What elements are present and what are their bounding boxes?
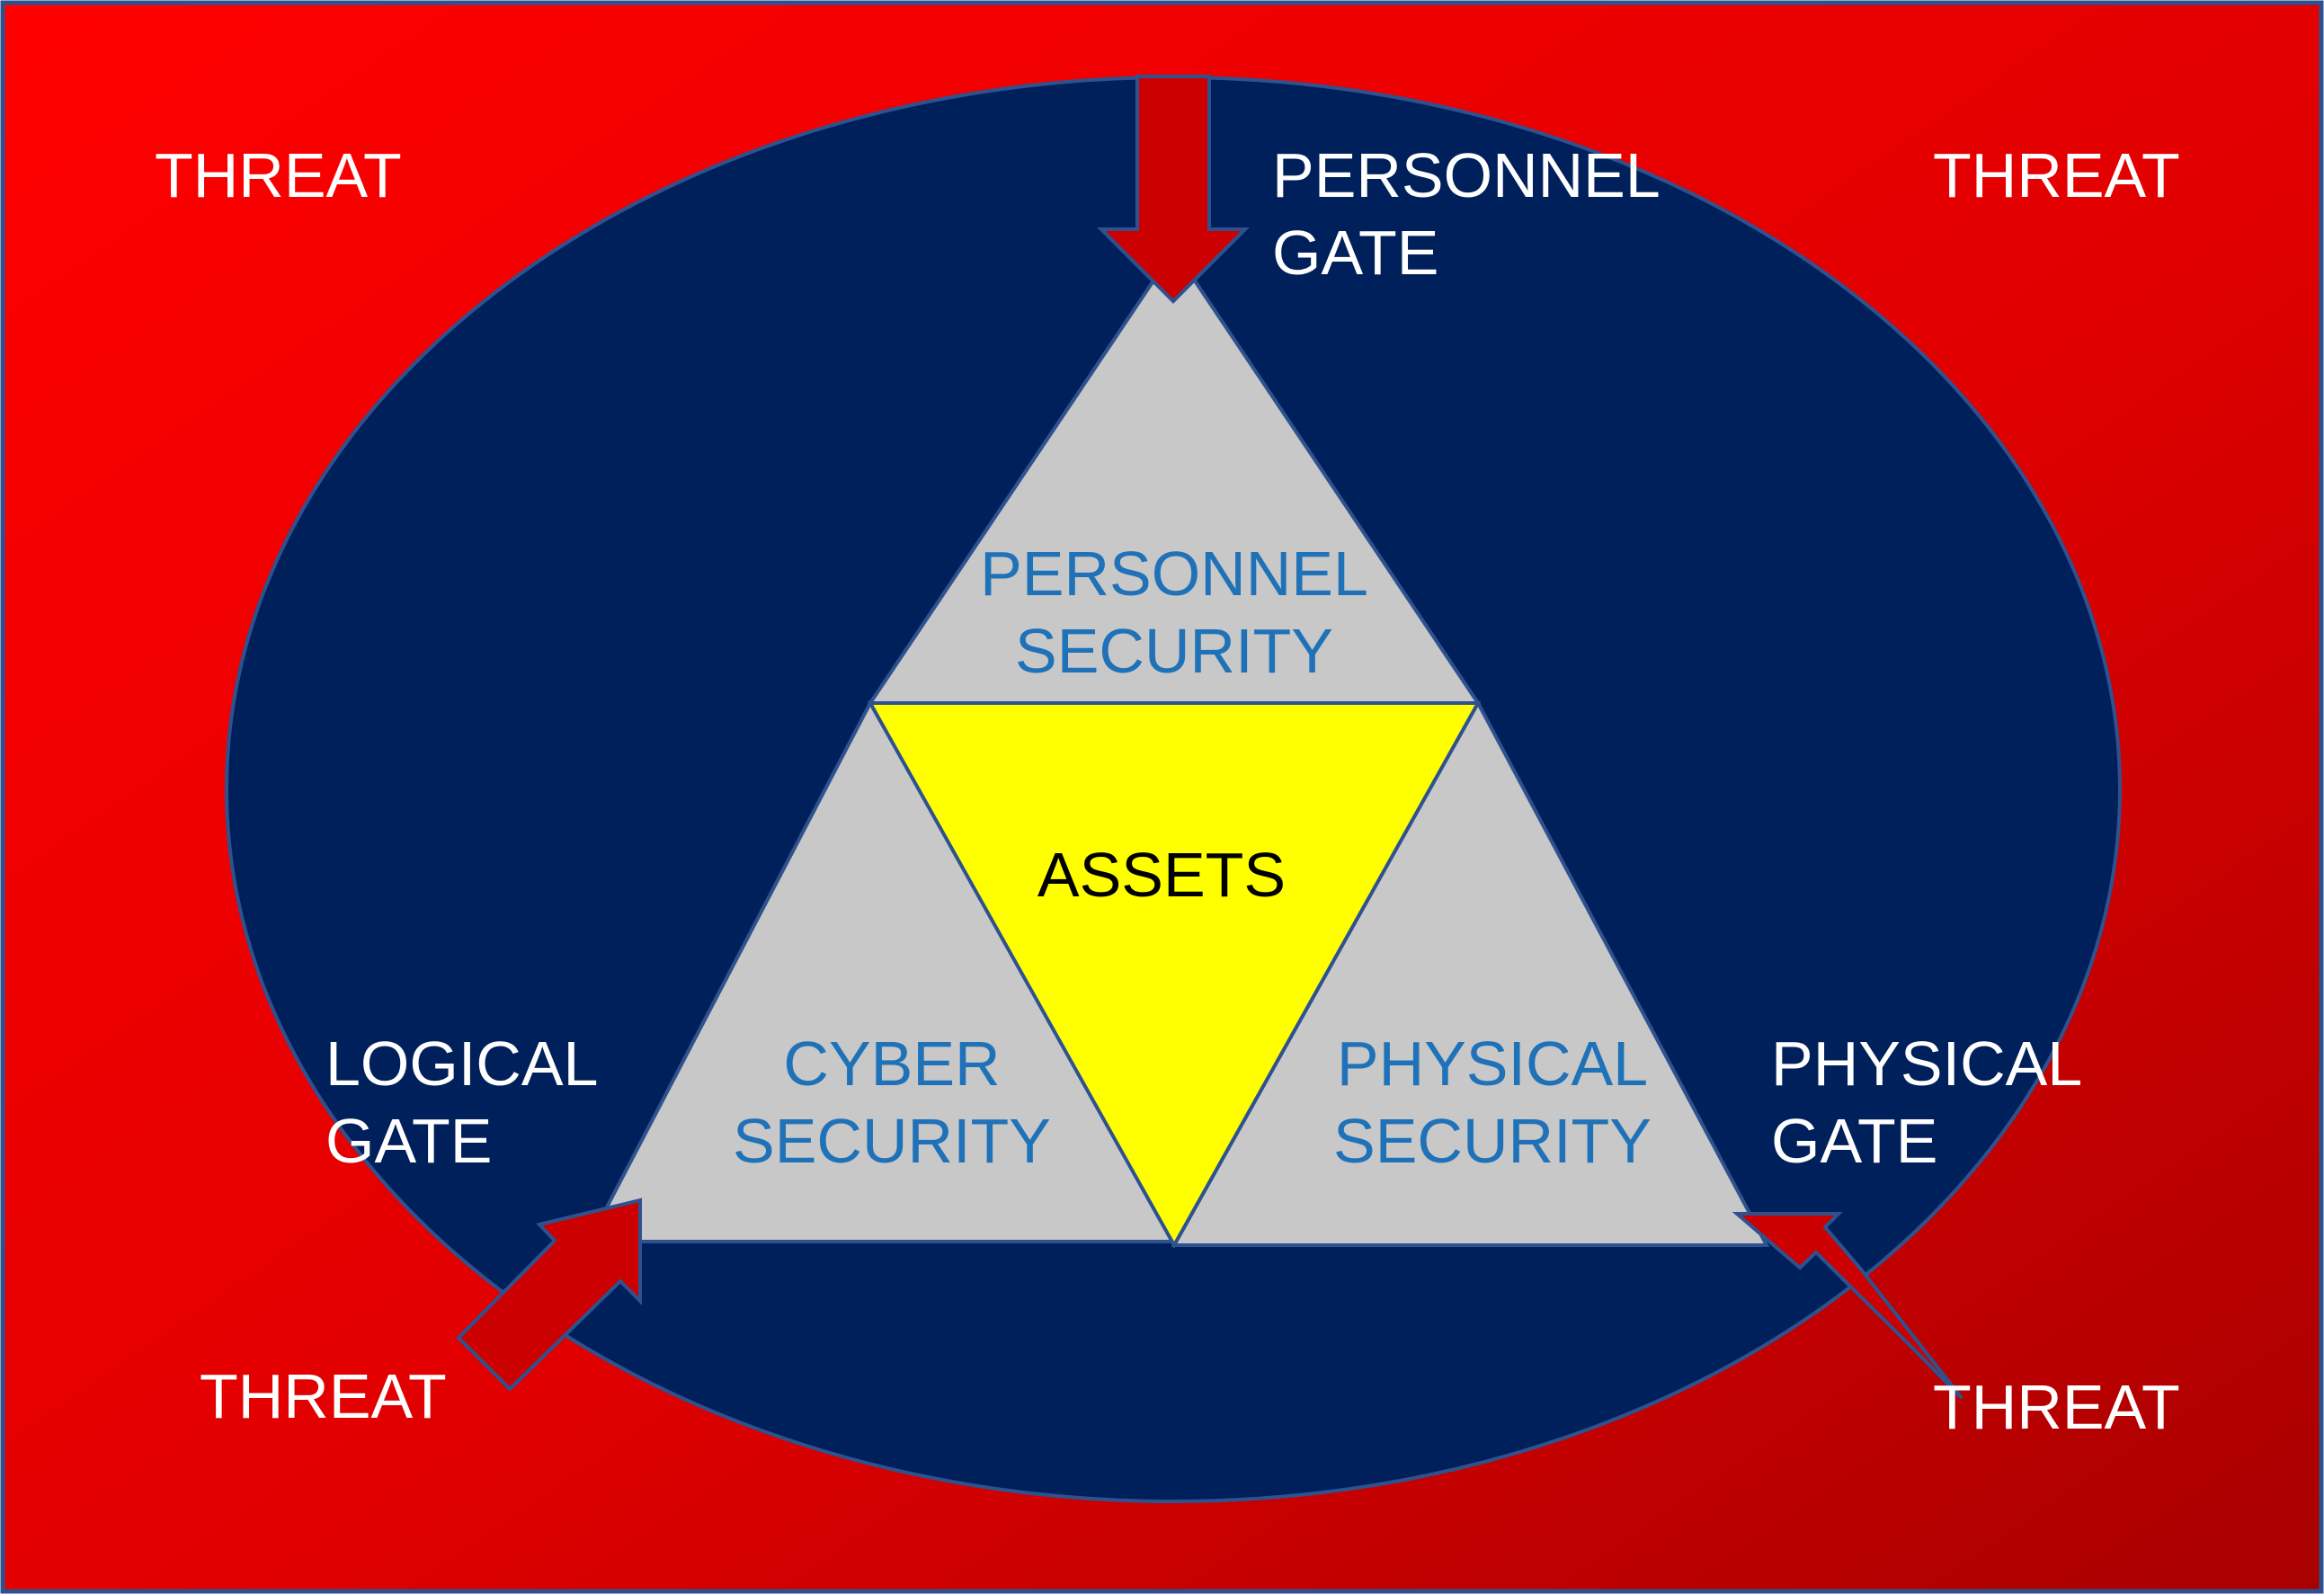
physical-security-label: PHYSICAL SECURITY (1268, 1025, 1717, 1180)
logical-gate-label: LOGICAL GATE (325, 1025, 598, 1180)
cyber-security-line-1: CYBER (783, 1029, 1001, 1099)
assets-label: ASSETS (1037, 840, 1287, 910)
cyber-security-line-2: SECURITY (733, 1106, 1051, 1176)
logical-gate-line-2: GATE (325, 1106, 493, 1176)
physical-security-line-2: SECURITY (1333, 1106, 1652, 1176)
personnel-gate-label: PERSONNEL GATE (1272, 137, 1661, 291)
personnel-gate-line-1: PERSONNEL (1272, 140, 1661, 210)
personnel-gate-arrow (1097, 75, 1250, 304)
cyber-security-label: CYBER SECURITY (667, 1025, 1117, 1180)
threat-label-top-left: THREAT (155, 140, 402, 210)
physical-gate-arrow (1732, 1212, 1963, 1400)
threat-label-bottom-right: THREAT (1933, 1372, 2180, 1442)
personnel-security-line-1: PERSONNEL (980, 539, 1368, 609)
threat-label-bottom-left: THREAT (200, 1361, 447, 1431)
logical-gate-line-1: LOGICAL (325, 1029, 599, 1099)
threat-label-top-right: THREAT (1933, 140, 2180, 210)
personnel-security-line-2: SECURITY (1015, 616, 1333, 686)
physical-gate-label: PHYSICAL GATE (1771, 1025, 2082, 1180)
logical-gate-arrow (456, 1198, 642, 1392)
physical-gate-line-2: GATE (1771, 1106, 1938, 1176)
physical-gate-line-1: PHYSICAL (1771, 1029, 2083, 1099)
physical-security-line-1: PHYSICAL (1336, 1029, 1649, 1099)
personnel-gate-line-2: GATE (1272, 218, 1439, 288)
personnel-security-label: PERSONNEL SECURITY (949, 535, 1399, 690)
assets-triangle (867, 701, 1482, 1250)
